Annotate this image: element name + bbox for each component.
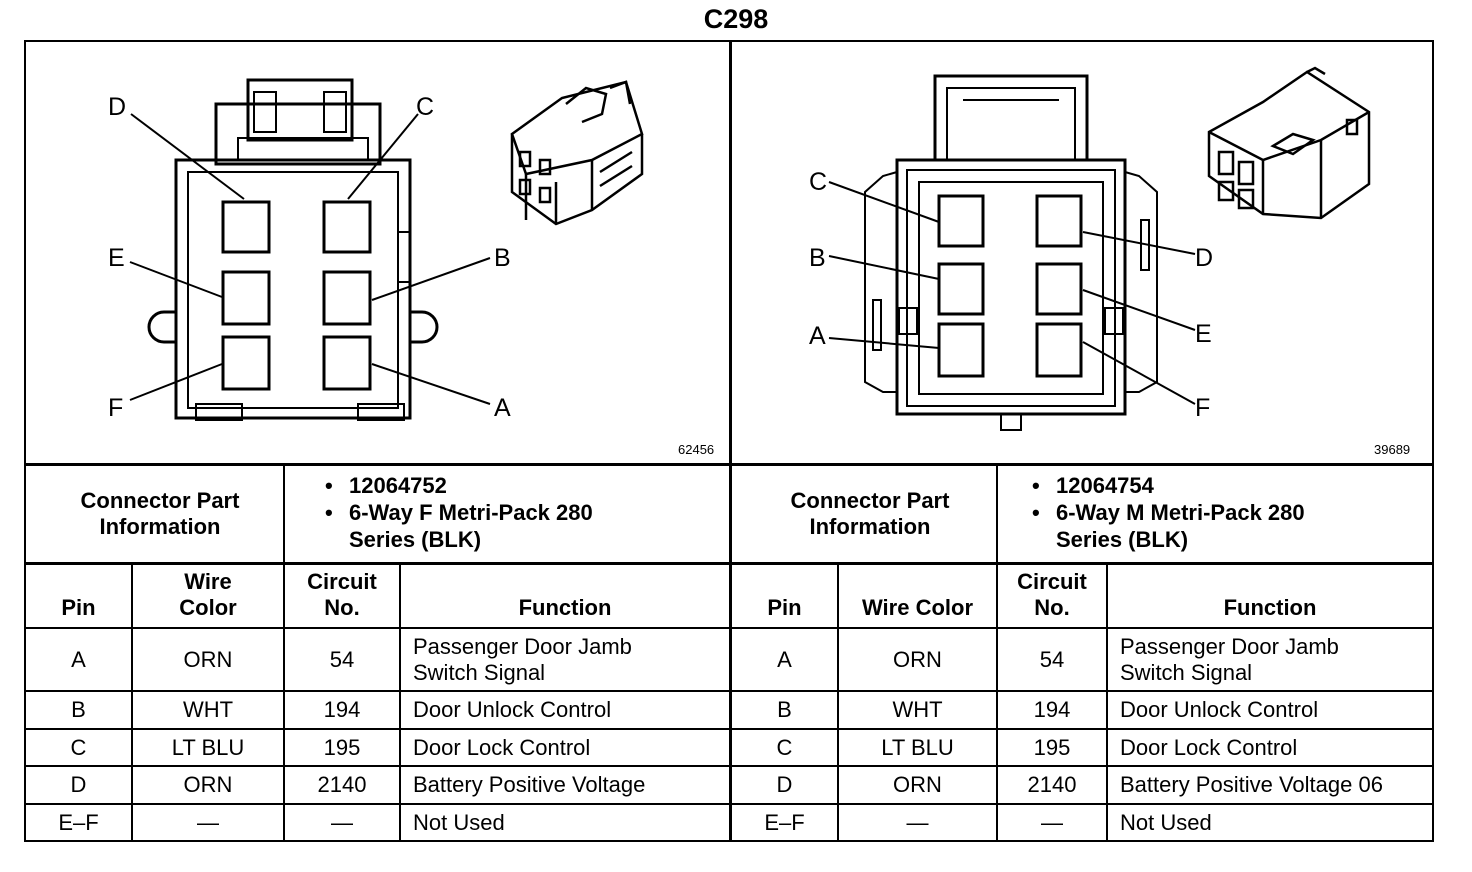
right-pin-label-c: C bbox=[809, 168, 827, 196]
right-row-a-function: Passenger Door Jamb Switch Signal bbox=[1120, 633, 1339, 685]
left-pin-label-c: C bbox=[416, 93, 434, 121]
right-pin-label-f: F bbox=[1195, 394, 1210, 422]
right-row-b-color: WHT bbox=[892, 697, 943, 722]
right-row-d-function: Battery Positive Voltage 06 bbox=[1120, 772, 1383, 797]
right-row-c-function: Door Lock Control bbox=[1120, 734, 1298, 760]
left-connector-diagram: D C E B F A bbox=[108, 78, 644, 422]
right-row-c-pin: C bbox=[776, 734, 793, 760]
right-connector-diagram: C B A D E F bbox=[809, 66, 1371, 431]
right-row-a-pin: A bbox=[777, 646, 792, 672]
table-col-line bbox=[837, 563, 839, 842]
left-pin-label-f: F bbox=[108, 394, 123, 422]
left-row-c-function: Door Lock Control bbox=[413, 734, 591, 760]
connector-title: C298 bbox=[703, 4, 769, 34]
right-row-d-color: ORN bbox=[893, 772, 942, 797]
table-row-line bbox=[24, 803, 1434, 805]
left-row-d-color: ORN bbox=[183, 772, 233, 797]
right-row-a-circuit: 54 bbox=[1039, 646, 1065, 672]
table-col-line bbox=[1106, 563, 1108, 842]
table-col-line bbox=[399, 563, 401, 842]
panel-center-divider bbox=[729, 40, 732, 842]
diagram-bottom-divider bbox=[24, 463, 1434, 466]
right-row-ef-function: Not Used bbox=[1120, 810, 1212, 835]
right-row-ef-circuit: — bbox=[1041, 810, 1063, 835]
right-row-d-circuit: 2140 bbox=[1027, 772, 1077, 797]
left-info-list: 12064752 6-Way F Metri-Pack 280 Series (… bbox=[325, 472, 705, 553]
right-pin-label-e: E bbox=[1195, 320, 1212, 348]
left-row-ef-circuit: — bbox=[331, 810, 353, 835]
left-info-label: Connector Part Information bbox=[80, 488, 240, 539]
left-row-c-pin: C bbox=[70, 734, 87, 760]
table-col-line bbox=[996, 563, 998, 842]
left-row-a-pin: A bbox=[71, 646, 86, 672]
right-row-c-circuit: 195 bbox=[1033, 734, 1071, 760]
left-header-function: Function bbox=[518, 595, 612, 620]
right-info-divider bbox=[996, 465, 998, 563]
left-row-b-circuit: 194 bbox=[323, 697, 361, 722]
left-row-b-function: Door Unlock Control bbox=[413, 697, 612, 722]
table-col-line bbox=[283, 563, 285, 842]
left-row-b-color: WHT bbox=[182, 697, 234, 722]
left-pin-label-d: D bbox=[108, 93, 126, 121]
left-diagram-ref-number: 62456 bbox=[678, 442, 715, 457]
right-pin-label-a: A bbox=[809, 322, 826, 350]
left-row-ef-function: Not Used bbox=[413, 810, 505, 835]
right-info-label: Connector Part Information bbox=[790, 488, 950, 539]
left-pin-label-b: B bbox=[494, 244, 511, 272]
right-row-b-function: Door Unlock Control bbox=[1120, 697, 1319, 722]
left-row-a-color: ORN bbox=[183, 646, 233, 672]
table-row-line bbox=[24, 765, 1434, 767]
left-row-ef-pin: E–F bbox=[58, 810, 99, 835]
left-row-d-circuit: 2140 bbox=[317, 772, 367, 797]
right-pin-label-b: B bbox=[809, 244, 826, 272]
right-part-description: 6-Way M Metri-Pack 280 Series (BLK) bbox=[1032, 499, 1316, 553]
left-part-description: 6-Way F Metri-Pack 280 Series (BLK) bbox=[325, 499, 609, 553]
right-info-list: 12064754 6-Way M Metri-Pack 280 Series (… bbox=[1032, 472, 1412, 553]
right-row-ef-color: — bbox=[906, 810, 929, 835]
left-row-d-function: Battery Positive Voltage bbox=[413, 772, 646, 797]
right-pin-label-d: D bbox=[1195, 244, 1213, 272]
left-row-c-color: LT BLU bbox=[171, 734, 245, 760]
right-row-b-pin: B bbox=[777, 697, 792, 722]
left-pin-label-a: A bbox=[494, 394, 511, 422]
table-row-line bbox=[24, 627, 1434, 629]
left-header-circuit: Circuit No. bbox=[307, 569, 377, 620]
right-header-circuit: Circuit No. bbox=[1017, 569, 1087, 620]
left-pin-label-e: E bbox=[108, 244, 125, 272]
right-row-c-color: LT BLU bbox=[881, 734, 954, 760]
right-row-b-circuit: 194 bbox=[1033, 697, 1071, 722]
left-header-pin: Pin bbox=[61, 595, 96, 620]
info-bottom-divider bbox=[24, 562, 1434, 565]
right-header-wire-color: Wire Color bbox=[861, 595, 974, 620]
left-row-b-pin: B bbox=[71, 697, 86, 722]
left-row-c-circuit: 195 bbox=[323, 734, 361, 760]
left-row-a-circuit: 54 bbox=[329, 646, 355, 672]
right-header-pin: Pin bbox=[767, 595, 802, 620]
left-info-divider bbox=[283, 465, 285, 563]
left-header-wire-color: Wire Color bbox=[179, 569, 237, 620]
right-row-a-color: ORN bbox=[893, 646, 942, 672]
right-part-number: 12064754 bbox=[1032, 472, 1412, 499]
left-row-ef-color: — bbox=[197, 810, 219, 835]
right-row-d-pin: D bbox=[776, 772, 793, 797]
right-header-function: Function bbox=[1223, 595, 1317, 620]
right-diagram-ref-number: 39689 bbox=[1374, 442, 1411, 457]
table-col-line bbox=[131, 563, 133, 842]
left-row-a-function: Passenger Door Jamb Switch Signal bbox=[413, 633, 632, 685]
right-row-ef-pin: E–F bbox=[764, 810, 805, 835]
left-row-d-pin: D bbox=[70, 772, 87, 797]
table-row-line bbox=[24, 728, 1434, 730]
left-part-number: 12064752 bbox=[325, 472, 705, 499]
table-row-line bbox=[24, 690, 1434, 692]
